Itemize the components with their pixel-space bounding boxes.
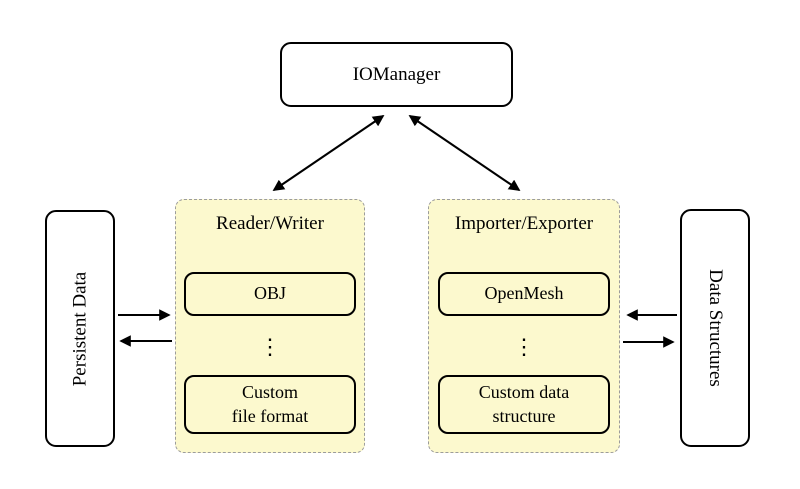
node-obj-label: OBJ: [253, 283, 286, 304]
node-iomanager: IOManager: [280, 42, 513, 107]
node-openmesh-label: OpenMesh: [484, 283, 564, 304]
group-reader-writer: Reader/Writer OBJ ⋮ Custom file format: [175, 199, 365, 453]
node-obj: OBJ: [184, 272, 356, 316]
node-data-structures-label: Data Structures: [705, 269, 726, 387]
group-reader-writer-title: Reader/Writer: [216, 213, 324, 234]
ellipsis-importer-exporter: ⋮: [513, 334, 535, 359]
ellipsis-reader-writer: ⋮: [259, 334, 281, 359]
arrow-iomanager-readerwriter: [272, 115, 385, 191]
node-custom-file-format: Custom file format: [184, 375, 356, 434]
node-custom-data-structure: Custom data structure: [438, 375, 610, 434]
node-persistent-data: Persistent Data: [45, 210, 115, 447]
arrow-iomanager-importerexporter: [408, 115, 521, 191]
group-importer-exporter: Importer/Exporter OpenMesh ⋮ Custom data…: [428, 199, 620, 453]
node-data-structures: Data Structures: [680, 209, 750, 447]
node-custom-data-structure-line1: Custom data: [478, 382, 570, 403]
group-importer-exporter-title: Importer/Exporter: [454, 213, 594, 234]
node-persistent-data-label: Persistent Data: [69, 271, 91, 386]
node-custom-file-format-line2: file format: [231, 405, 309, 426]
node-custom-data-structure-line2: structure: [492, 405, 556, 426]
node-iomanager-label: IOManager: [352, 63, 441, 85]
node-custom-file-format-line1: Custom: [241, 382, 298, 403]
node-openmesh: OpenMesh: [438, 272, 610, 316]
